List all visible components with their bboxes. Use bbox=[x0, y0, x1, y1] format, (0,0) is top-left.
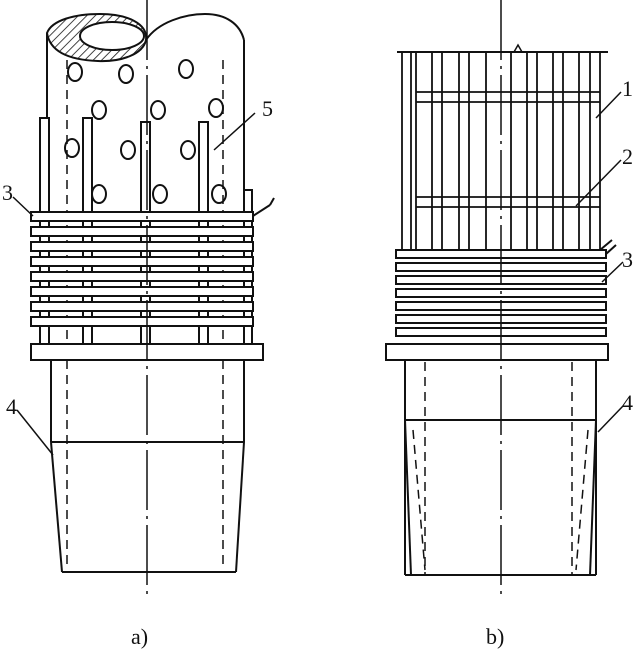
label-a-3: 3 bbox=[2, 180, 13, 205]
label-b-4: 4 bbox=[622, 390, 633, 415]
label-b-1: 1 bbox=[622, 76, 633, 101]
caption-b: b) bbox=[486, 624, 504, 649]
perforation-holes bbox=[64, 59, 227, 204]
perforated-pipe bbox=[45, 12, 245, 570]
horizontal-rungs bbox=[416, 91, 600, 208]
label-a-5: 5 bbox=[262, 96, 273, 121]
vertical-bars bbox=[401, 52, 601, 250]
base-ring-b bbox=[385, 343, 609, 361]
label-b-3: 3 bbox=[622, 247, 633, 272]
figure-a bbox=[12, 0, 275, 600]
caption-a: a) bbox=[131, 624, 148, 649]
label-a-4: 4 bbox=[6, 394, 17, 419]
coupling-b bbox=[404, 360, 597, 576]
pipe-top-outline bbox=[145, 12, 245, 41]
wire-wrap-b bbox=[395, 239, 617, 337]
wire-wrap bbox=[30, 197, 275, 327]
figure-b bbox=[385, 0, 624, 600]
pipe-bore bbox=[79, 21, 145, 51]
label-b-2: 2 bbox=[622, 144, 633, 169]
